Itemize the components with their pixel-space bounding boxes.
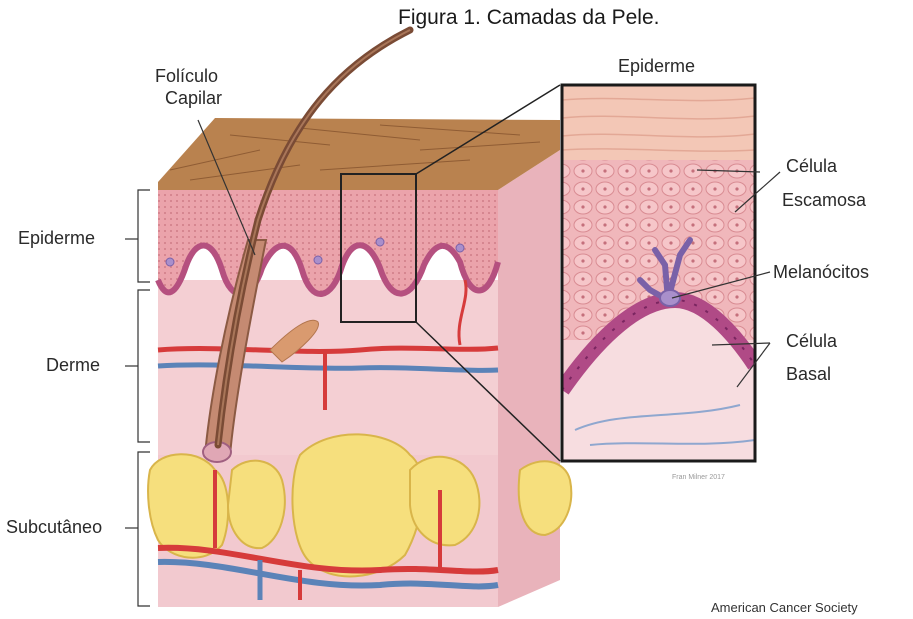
label-hair-follicle-2: Capilar xyxy=(165,88,222,109)
epidermis-layer xyxy=(158,190,498,294)
artist-credit: Fran Milner 2017 xyxy=(672,474,725,481)
skin-block xyxy=(148,30,571,607)
label-basal-cell-1: Célula xyxy=(786,331,837,352)
epidermis-inset xyxy=(562,85,755,461)
label-squamous-cell-2: Escamosa xyxy=(782,190,866,211)
label-hair-follicle-1: Folículo xyxy=(155,66,218,87)
label-inset-epidermis: Epiderme xyxy=(618,56,695,77)
label-dermis: Derme xyxy=(46,355,100,376)
label-basal-cell-2: Basal xyxy=(786,364,831,385)
label-subcutaneous: Subcutâneo xyxy=(6,517,102,538)
label-squamous-cell-1: Célula xyxy=(786,156,837,177)
label-epidermis: Epiderme xyxy=(18,228,95,249)
block-side-face xyxy=(498,150,560,607)
label-melanocytes: Melanócitos xyxy=(773,262,869,283)
skin-surface xyxy=(158,118,560,190)
source-credit: American Cancer Society xyxy=(711,597,858,618)
